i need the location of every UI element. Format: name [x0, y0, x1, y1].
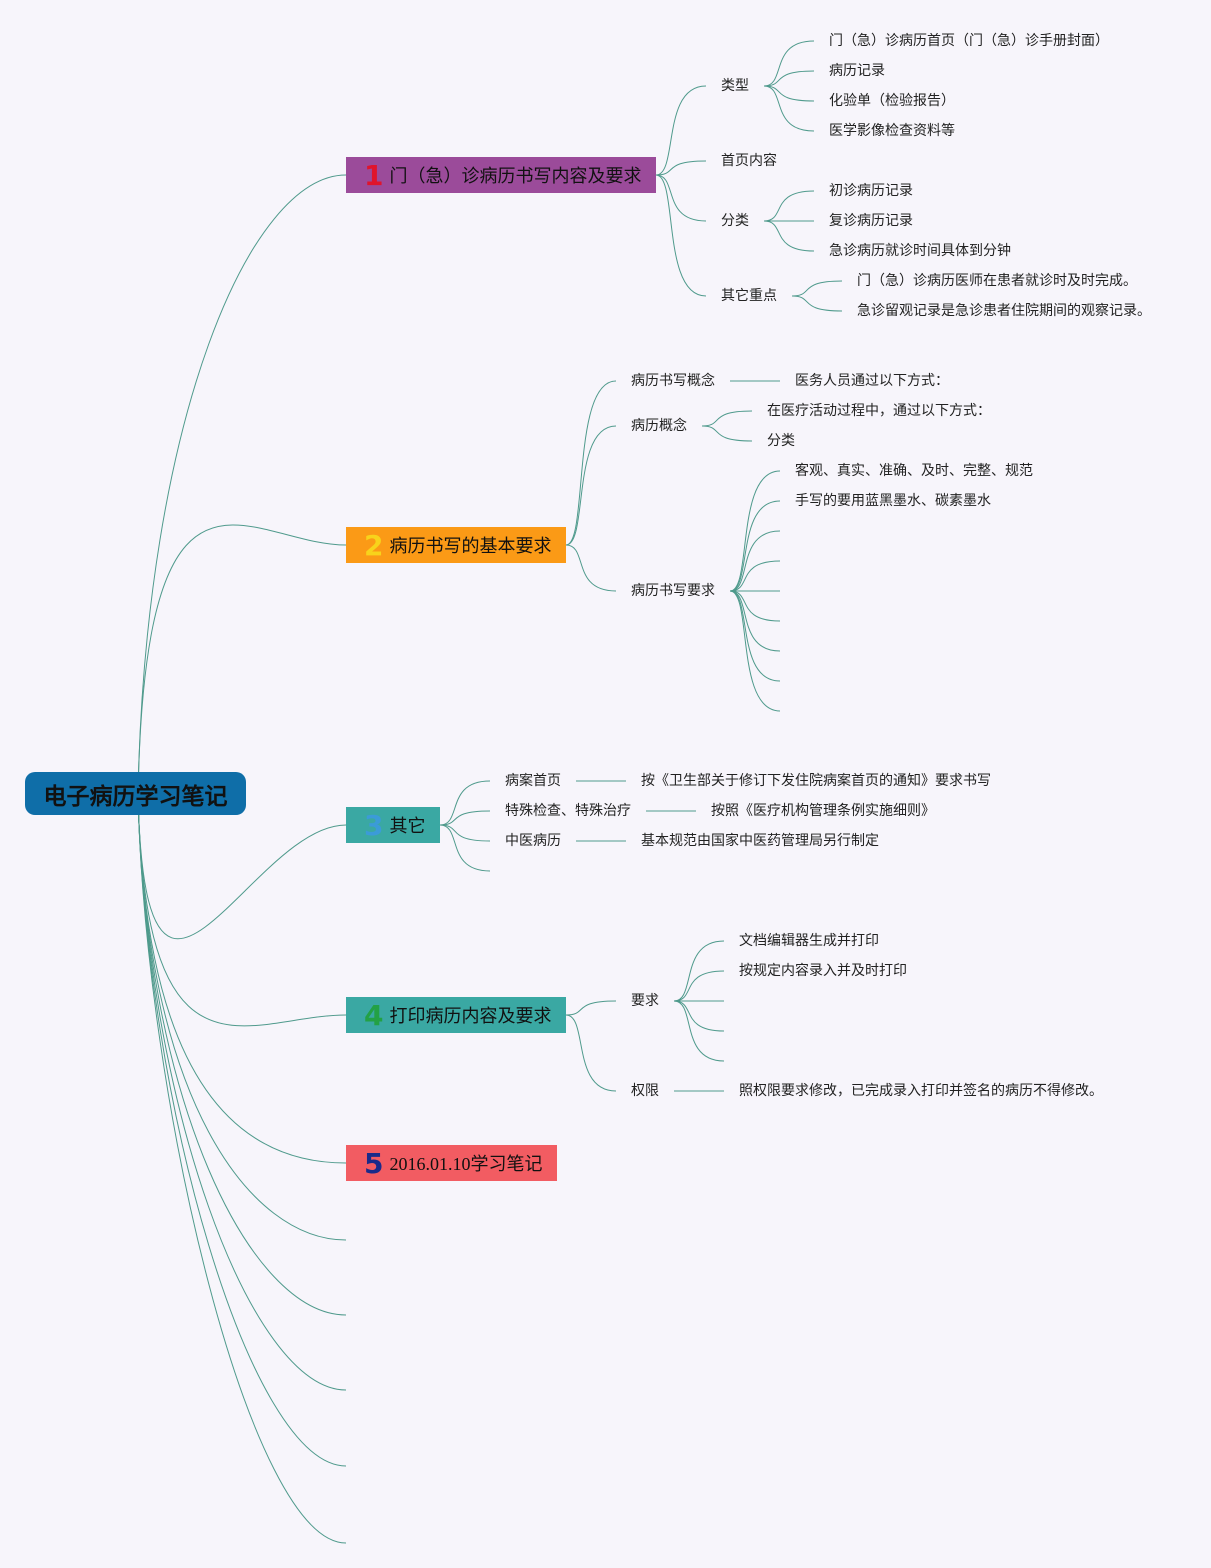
connector-line-23: [565, 380, 617, 546]
node-case-homepage[interactable]: 病案首页: [505, 773, 561, 789]
connector-line-4: [137, 794, 347, 1164]
branch-2[interactable]: 2 病历书写的基本要求: [346, 527, 566, 563]
connector-line-21: [791, 280, 843, 297]
connector-line-10: [655, 85, 707, 176]
connector-line-15: [763, 70, 815, 87]
node-concept[interactable]: 病历概念: [631, 418, 687, 434]
connector-line-46: [565, 1014, 617, 1092]
connector-line-7: [137, 794, 347, 1391]
connector-line-48: [673, 970, 725, 1002]
connector-line-17: [763, 85, 815, 132]
branch-3[interactable]: 3 其它: [346, 807, 440, 843]
connector-line-28: [701, 425, 753, 442]
connector-line-1: [137, 524, 347, 796]
connector-line-51: [673, 1000, 725, 1062]
connector-line-41: [439, 824, 491, 872]
node-other-item-2[interactable]: 急诊留观记录是急诊患者住院期间的观察记录。: [857, 303, 1151, 319]
connector-line-38: [439, 780, 491, 826]
connector-line-34: [729, 590, 781, 622]
branch-5-number: 5: [364, 1146, 384, 1180]
connector-line-13: [655, 174, 707, 297]
connector-line-39: [439, 810, 491, 826]
node-category-item-3[interactable]: 急诊病历就诊时间具体到分钟: [829, 243, 1011, 259]
branch-1-number: 1: [364, 158, 384, 192]
node-concept-item-2[interactable]: 分类: [767, 433, 795, 449]
node-tcm-record[interactable]: 中医病历: [505, 833, 561, 849]
connector-line-32: [729, 560, 781, 592]
connector-line-14: [763, 40, 815, 87]
node-permission-item[interactable]: 照权限要求修改，已完成录入打印并签名的病历不得修改。: [739, 1083, 1103, 1099]
node-type-item-3[interactable]: 化验单（检验报告）: [829, 93, 955, 109]
node-special-exam-detail[interactable]: 按照《医疗机构管理条例实施细则》: [711, 803, 935, 819]
node-print-requirement-item-1[interactable]: 文档编辑器生成并打印: [739, 933, 879, 949]
root-node[interactable]: 电子病历学习笔记: [25, 772, 246, 815]
node-requirements[interactable]: 病历书写要求: [631, 583, 715, 599]
branch-1[interactable]: 1 门（急）诊病历书写内容及要求: [346, 157, 656, 193]
connector-line-9: [137, 794, 347, 1544]
connector-line-24: [565, 425, 617, 546]
connector-line-50: [673, 1000, 725, 1032]
branch-4[interactable]: 4 打印病历内容及要求: [346, 997, 566, 1033]
connector-line-25: [565, 544, 617, 592]
node-concept-item-1[interactable]: 在医疗活动过程中，通过以下方式：: [767, 403, 991, 419]
node-print-requirement-item-2[interactable]: 按规定内容录入并及时打印: [739, 963, 907, 979]
branch-5[interactable]: 5 2016.01.10学习笔记: [346, 1145, 557, 1181]
branch-4-number: 4: [364, 998, 384, 1032]
node-other-item-1[interactable]: 门（急）诊病历医师在患者就诊时及时完成。: [857, 273, 1137, 289]
connector-line-0: [137, 174, 347, 796]
connector-line-16: [763, 85, 815, 102]
branch-5-label: 2016.01.10学习笔记: [389, 1154, 543, 1174]
connector-line-45: [565, 1000, 617, 1016]
connector-line-2: [137, 794, 347, 940]
node-other[interactable]: 其它重点: [721, 288, 777, 304]
connector-line-37: [729, 590, 781, 712]
connector-line-40: [439, 824, 491, 842]
root-label: 电子病历学习笔记: [43, 783, 228, 810]
node-type-item-2[interactable]: 病历记录: [829, 63, 885, 79]
node-type-item-4[interactable]: 医学影像检查资料等: [829, 123, 955, 139]
connector-line-22: [791, 295, 843, 312]
connector-line-6: [137, 794, 347, 1316]
branch-2-number: 2: [364, 528, 384, 562]
branch-4-label: 打印病历内容及要求: [389, 1006, 552, 1027]
connector-line-8: [137, 794, 347, 1467]
node-concept-writing[interactable]: 病历书写概念: [631, 373, 715, 389]
branch-3-label: 其它: [389, 816, 426, 837]
node-case-homepage-detail[interactable]: 按《卫生部关于修订下发住院病案首页的通知》要求书写: [641, 773, 991, 789]
connector-line-11: [655, 160, 707, 176]
node-requirement-item-2[interactable]: 手写的要用蓝黑墨水、碳素墨水: [795, 493, 991, 509]
connector-line-47: [673, 940, 725, 1002]
connector-line-27: [701, 410, 753, 427]
node-category[interactable]: 分类: [721, 213, 749, 229]
branch-3-number: 3: [364, 808, 384, 842]
node-print-requirements[interactable]: 要求: [631, 993, 659, 1009]
node-homepage[interactable]: 首页内容: [721, 153, 777, 169]
node-category-item-1[interactable]: 初诊病历记录: [829, 183, 913, 199]
connector-line-36: [729, 590, 781, 682]
node-permission[interactable]: 权限: [631, 1083, 659, 1099]
connector-line-5: [137, 794, 347, 1241]
connector-line-12: [655, 174, 707, 222]
branch-2-label: 病历书写的基本要求: [389, 536, 552, 557]
connector-line-31: [729, 530, 781, 592]
connector-line-29: [729, 470, 781, 592]
branch-1-label: 门（急）诊病历书写内容及要求: [389, 166, 642, 187]
node-category-item-2[interactable]: 复诊病历记录: [829, 213, 913, 229]
node-special-exam[interactable]: 特殊检查、特殊治疗: [505, 803, 631, 819]
connector-line-30: [729, 500, 781, 592]
node-tcm-record-detail[interactable]: 基本规范由国家中医药管理局另行制定: [641, 833, 879, 849]
connector-line-3: [137, 794, 347, 1027]
node-concept-writing-item[interactable]: 医务人员通过以下方式：: [795, 373, 949, 389]
node-type[interactable]: 类型: [721, 78, 749, 94]
connector-line-20: [763, 220, 815, 252]
connector-line-18: [763, 190, 815, 222]
node-requirement-item-1[interactable]: 客观、真实、准确、及时、完整、规范: [795, 463, 1033, 479]
node-type-item-1[interactable]: 门（急）诊病历首页（门（急）诊手册封面）: [829, 33, 1109, 49]
